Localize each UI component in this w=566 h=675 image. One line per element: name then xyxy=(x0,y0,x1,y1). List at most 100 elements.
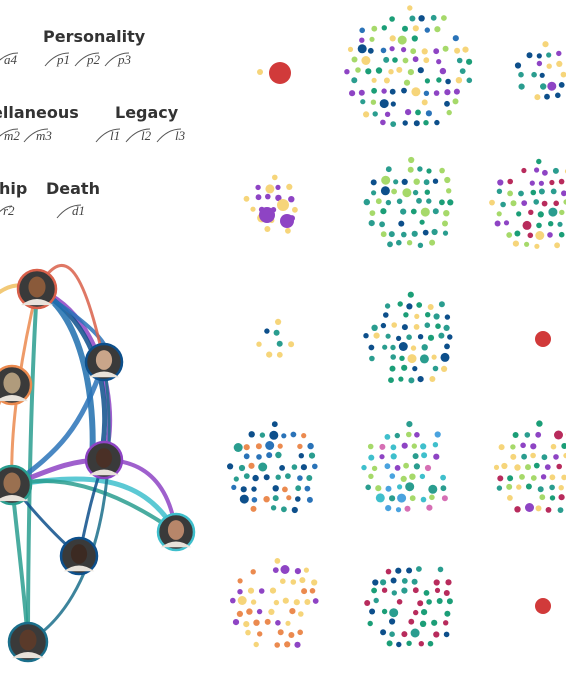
cluster-dot xyxy=(381,25,387,31)
cluster-dot xyxy=(426,198,432,204)
cluster-dot xyxy=(264,226,271,232)
cluster-dot xyxy=(417,166,423,172)
legend-marker-l2[interactable]: l2 xyxy=(125,128,152,143)
cluster-dot xyxy=(466,58,473,65)
cluster-dot xyxy=(544,464,551,470)
cluster-dot xyxy=(535,505,542,512)
cluster-dot xyxy=(405,482,415,492)
cluster-dot xyxy=(367,620,373,627)
cluster-dot xyxy=(246,608,253,615)
theme-cluster-11[interactable] xyxy=(361,421,448,513)
cluster-dot xyxy=(456,57,463,64)
cluster-dot xyxy=(265,184,275,194)
cluster-dot xyxy=(421,344,428,351)
theme-cluster-6[interactable] xyxy=(489,158,566,249)
cluster-dot xyxy=(309,588,316,594)
cluster-dot xyxy=(349,90,356,97)
cluster-dot xyxy=(440,474,446,481)
cluster-dot xyxy=(248,462,255,469)
cluster-dot xyxy=(410,345,417,351)
cluster-dot xyxy=(540,83,547,90)
theme-cluster-12[interactable] xyxy=(493,420,566,513)
theme-cluster-14[interactable] xyxy=(364,566,453,648)
legend-label-d1: d1 xyxy=(72,203,85,218)
legend-marker-a4[interactable]: a4 xyxy=(0,52,19,67)
cluster-dot xyxy=(439,199,445,206)
legend-marker-p2[interactable]: p2 xyxy=(74,52,101,67)
cluster-dot xyxy=(389,35,396,42)
theme-cluster-3[interactable] xyxy=(514,41,566,101)
cluster-dot xyxy=(247,587,255,594)
character-portrait-6[interactable] xyxy=(156,512,196,552)
cluster-dot xyxy=(358,89,365,96)
cluster-dot xyxy=(418,641,424,647)
link-curve-17 xyxy=(26,360,111,644)
theme-cluster-10[interactable] xyxy=(227,421,318,514)
cluster-dot xyxy=(557,221,563,227)
cluster-dot xyxy=(423,90,430,97)
theme-cluster-8[interactable] xyxy=(363,291,453,384)
cluster-dot xyxy=(389,365,396,372)
cluster-dot xyxy=(375,67,383,74)
theme-cluster-13[interactable] xyxy=(230,558,319,648)
cluster-dot xyxy=(299,577,306,584)
cluster-dot xyxy=(385,505,392,512)
theme-cluster-2[interactable] xyxy=(344,5,473,127)
cluster-dot xyxy=(257,631,263,637)
character-portrait-4[interactable] xyxy=(84,440,124,480)
cluster-dot xyxy=(264,618,271,625)
cluster-dot xyxy=(401,631,408,638)
cluster-dot xyxy=(444,343,450,350)
character-portrait-5[interactable] xyxy=(0,464,33,506)
legend-marker-p1[interactable]: p1 xyxy=(44,52,70,67)
character-portrait-2[interactable] xyxy=(0,364,33,406)
character-portrait-3[interactable] xyxy=(84,342,124,382)
theme-cluster-15[interactable] xyxy=(535,598,551,614)
theme-cluster-5[interactable] xyxy=(363,156,454,248)
cluster-dot xyxy=(557,507,564,513)
cluster-dot xyxy=(418,15,425,22)
legend-marker-l1[interactable]: l1 xyxy=(95,128,120,143)
legend-title-relationship: hip xyxy=(0,179,27,198)
cluster-dot xyxy=(427,304,434,310)
legend-marker-m3[interactable]: m3 xyxy=(23,128,52,143)
legend-marker-l3[interactable]: l3 xyxy=(156,128,186,143)
cluster-dot xyxy=(442,220,448,227)
legend-marker-r2[interactable]: r2 xyxy=(0,203,15,218)
cluster-dot xyxy=(411,443,417,449)
cluster-dot xyxy=(412,56,419,63)
legend-marker-d1[interactable]: d1 xyxy=(56,203,85,219)
character-portrait-8[interactable] xyxy=(7,621,49,663)
legend-marker-p3[interactable]: p3 xyxy=(104,52,132,67)
cluster-dot xyxy=(371,190,377,196)
cluster-dot xyxy=(443,210,450,217)
theme-cluster-1[interactable] xyxy=(257,62,291,84)
cluster-dot xyxy=(521,200,528,207)
cluster-dot xyxy=(389,495,396,502)
cluster-dot xyxy=(404,505,411,512)
cluster-dot xyxy=(397,493,407,503)
cluster-dot xyxy=(536,222,542,229)
theme-cluster-9[interactable] xyxy=(535,331,551,347)
cluster-dot xyxy=(256,608,263,615)
cluster-dot xyxy=(253,641,259,648)
cluster-dot xyxy=(276,340,283,347)
character-portrait-7[interactable] xyxy=(59,536,99,576)
cluster-dot xyxy=(392,57,398,63)
cluster-dot xyxy=(367,443,374,450)
cluster-dot xyxy=(421,48,428,55)
theme-cluster-7[interactable] xyxy=(256,318,295,358)
cluster-dot xyxy=(301,588,308,595)
theme-cluster-4[interactable] xyxy=(243,174,298,234)
character-portrait-1[interactable] xyxy=(16,268,58,310)
cluster-dot xyxy=(534,243,540,249)
cluster-dot xyxy=(446,188,452,194)
cluster-dot xyxy=(433,313,440,320)
cluster-dot xyxy=(419,219,425,225)
legend-marker-m2[interactable]: m2 xyxy=(0,128,20,143)
cluster-dot xyxy=(466,77,473,84)
cluster-dot xyxy=(536,53,542,59)
cluster-dot xyxy=(536,420,543,427)
cluster-dot xyxy=(452,35,459,42)
cluster-dot xyxy=(266,452,273,459)
